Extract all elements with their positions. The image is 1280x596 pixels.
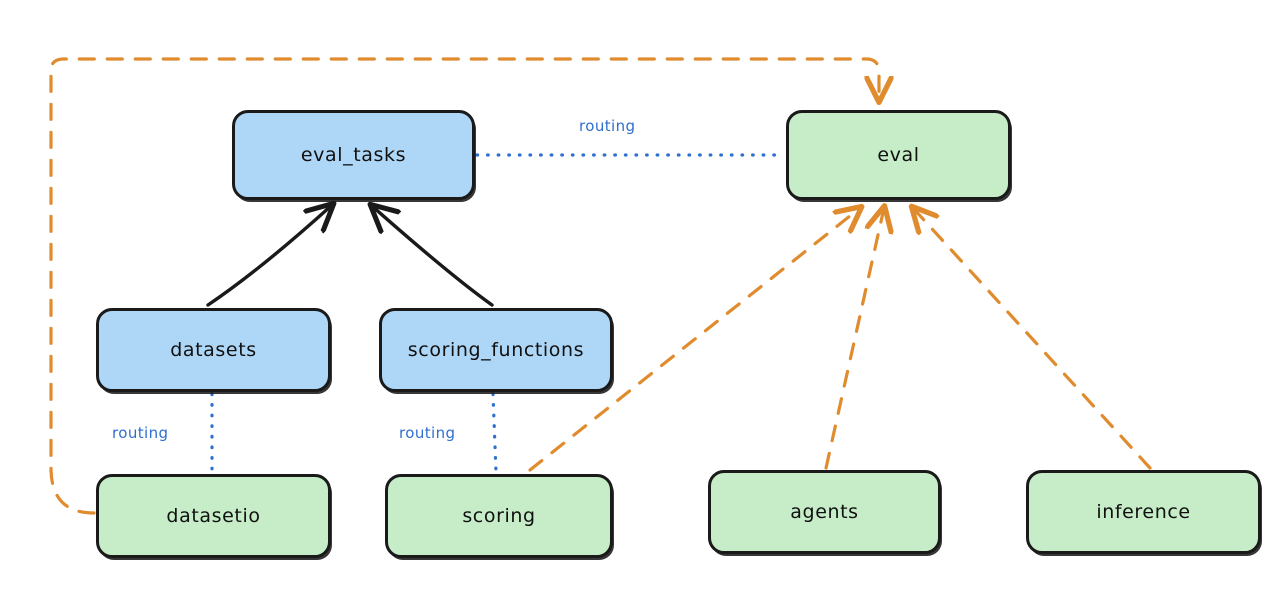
edge-datasetio-to-eval	[49, 57, 879, 515]
node-eval[interactable]: eval	[786, 110, 1011, 200]
node-label: scoring	[462, 505, 536, 527]
node-label: datasetio	[166, 505, 261, 527]
edge-label-routing-scoring-functions-scoring: routing	[399, 424, 456, 442]
node-label: eval_tasks	[300, 144, 407, 166]
node-eval-tasks[interactable]: eval_tasks	[232, 110, 475, 200]
node-label: agents	[790, 501, 859, 523]
edge-inference-to-eval	[913, 208, 1152, 470]
node-label: datasets	[170, 339, 257, 361]
edge-scoring-to-eval	[528, 208, 860, 472]
edge-label-routing-eval-tasks-eval: routing	[579, 117, 636, 135]
node-datasets[interactable]: datasets	[96, 308, 331, 392]
edge-scoring_functions-to-scoring	[491, 392, 498, 474]
edge-datasets-to-eval_tasks	[206, 205, 332, 307]
node-label: scoring_functions	[407, 339, 585, 361]
node-datasetio[interactable]: datasetio	[96, 474, 331, 558]
node-agents[interactable]: agents	[708, 470, 941, 554]
edge-label-routing-datasets-datasetio: routing	[112, 424, 169, 442]
node-label: inference	[1096, 501, 1191, 523]
edge-scoring_functions-to-eval_tasks	[372, 206, 494, 307]
node-scoring[interactable]: scoring	[385, 474, 613, 558]
node-inference[interactable]: inference	[1026, 470, 1261, 554]
node-label: eval	[877, 144, 920, 166]
node-scoring-functions[interactable]: scoring_functions	[379, 308, 613, 392]
edge-agents-to-eval	[824, 208, 884, 470]
